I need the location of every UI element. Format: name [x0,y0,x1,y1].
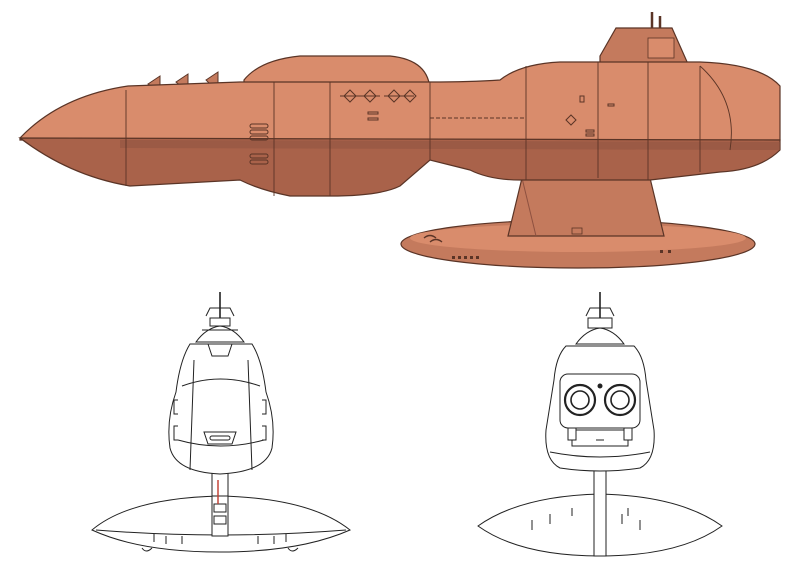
side-disc-vents [423,234,443,243]
front-disc-vents [153,534,287,544]
side-belly-marks [452,250,671,259]
side-support-pylon [507,177,665,237]
side-panel-lines [125,62,732,196]
rear-disc-vents [531,508,641,530]
rear-cockpit-cap [575,327,625,345]
rear-support-pylon [593,469,607,557]
side-main-hull [19,61,781,141]
side-hatch-markings [340,89,577,126]
side-main-hull-belly [18,137,781,197]
front-view [91,292,351,553]
side-view [18,12,781,269]
side-rear-tower [599,27,689,65]
front-main-pod [168,343,274,475]
front-cockpit-cap [195,325,245,343]
side-vent-slots [249,95,615,165]
front-support-pylon [211,469,229,537]
front-side-hatches [173,399,267,441]
rear-view [477,292,723,557]
rear-lower-hatch [571,429,629,447]
